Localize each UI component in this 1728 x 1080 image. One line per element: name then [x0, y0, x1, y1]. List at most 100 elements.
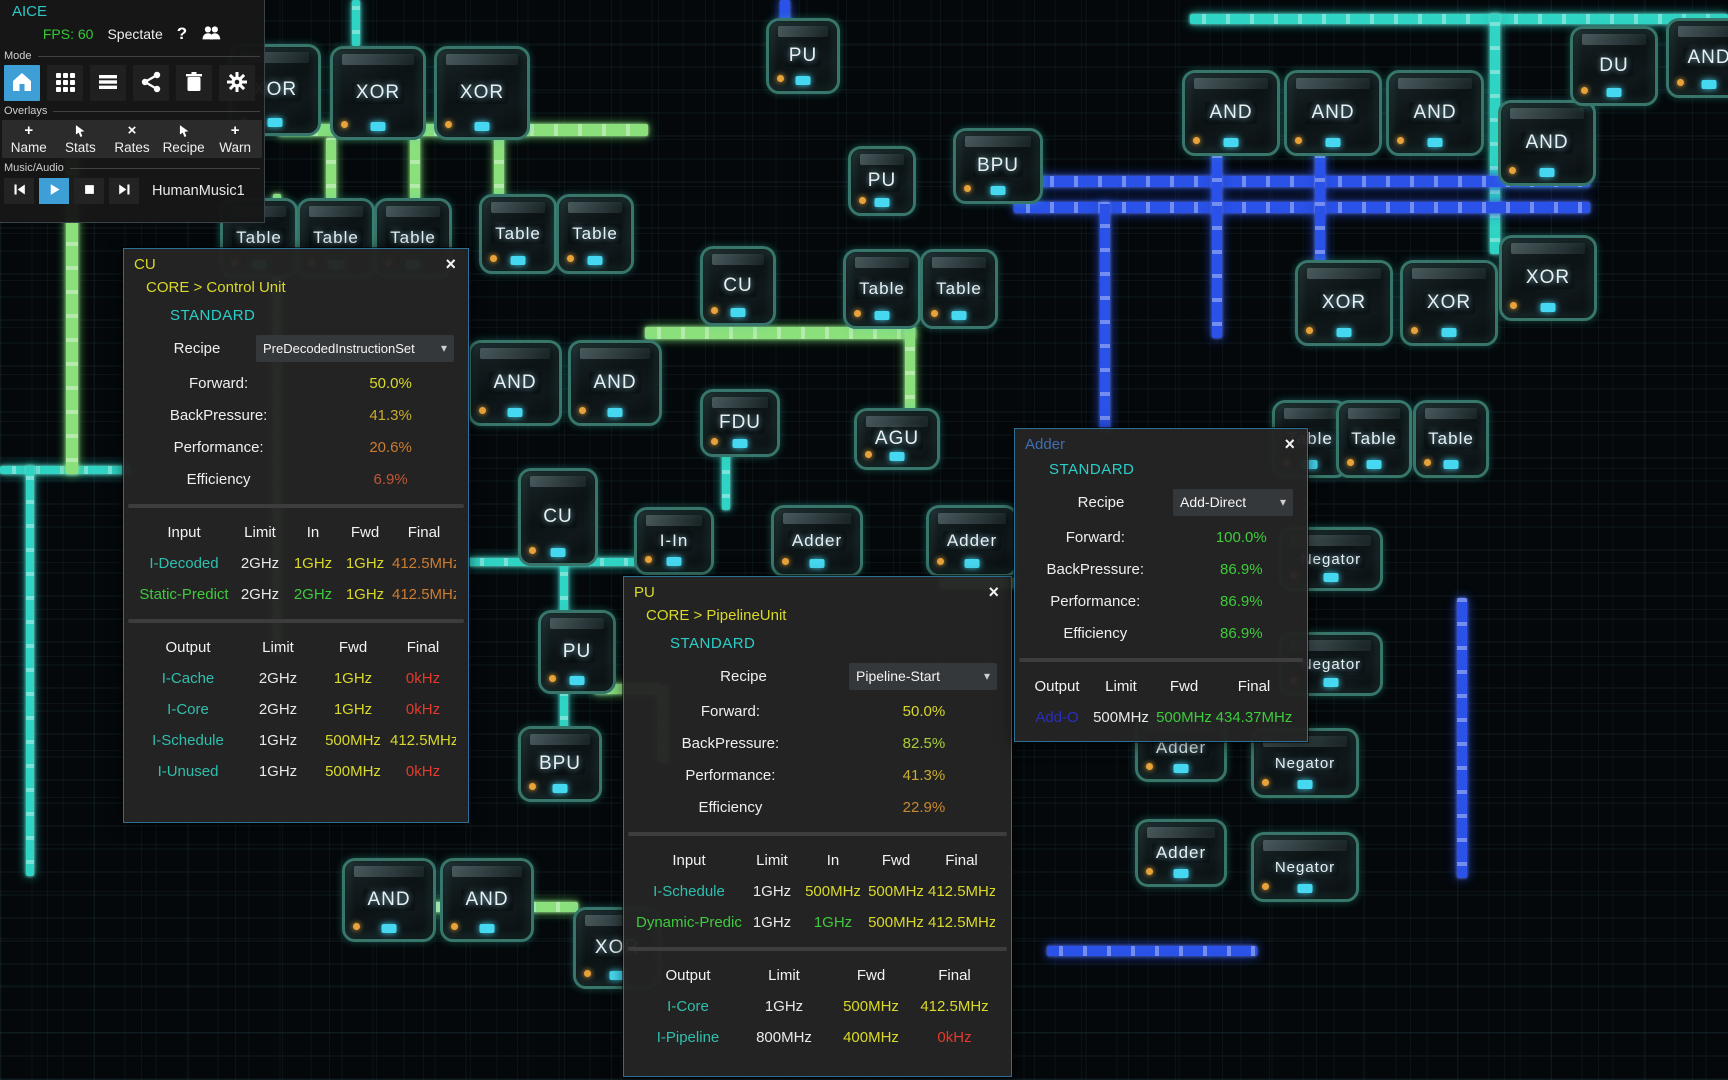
mode-badge: STANDARD — [170, 307, 256, 324]
node-pu[interactable]: PU — [848, 146, 916, 216]
node-bpu[interactable]: BPU — [953, 128, 1043, 204]
close-icon[interactable]: × — [1284, 434, 1295, 454]
share-button[interactable] — [133, 65, 169, 101]
led-indicator — [1411, 327, 1418, 334]
overlay-toggle-warn[interactable]: +Warn — [210, 121, 260, 157]
led-indicator — [1146, 868, 1153, 875]
mode-badge: STANDARD — [670, 635, 756, 652]
node-and[interactable]: AND — [1498, 100, 1596, 186]
table-cell: 412.5MHz — [392, 586, 456, 603]
skip-forward-button[interactable] — [109, 178, 139, 204]
chevron-down-icon: ▾ — [1279, 495, 1286, 509]
node-fdu[interactable]: FDU — [700, 389, 780, 457]
node-pu[interactable]: PU — [538, 610, 616, 694]
home-button[interactable] — [4, 65, 40, 101]
chip-label: PU — [558, 641, 596, 663]
node-and[interactable]: AND — [342, 858, 436, 942]
node-and[interactable]: AND — [568, 340, 662, 426]
stat-row: Forward:50.0% — [624, 695, 1011, 727]
stat-label: Efficiency — [1063, 624, 1128, 642]
led-indicator — [931, 310, 938, 317]
node-table[interactable]: Table — [1336, 400, 1412, 478]
node-and[interactable]: AND — [1284, 70, 1382, 156]
node-table[interactable]: Table — [479, 194, 557, 274]
skip-back-button[interactable] — [4, 178, 34, 204]
node-du[interactable]: DU — [1570, 26, 1658, 106]
chip-label: Negator — [1296, 550, 1366, 568]
recipe-dropdown[interactable]: Pipeline-Start ▾ — [849, 662, 997, 690]
gear-button[interactable] — [219, 65, 255, 101]
multiplayer-icon[interactable] — [201, 25, 221, 43]
node-negator[interactable]: Negator — [1251, 832, 1359, 902]
table-cell: 1GHz — [752, 914, 792, 931]
chip-label: FDU — [714, 412, 766, 434]
node-table[interactable]: Table — [1413, 400, 1489, 478]
stop-button[interactable] — [74, 178, 104, 204]
node-and[interactable]: AND — [468, 340, 562, 426]
overlay-label: Recipe — [162, 140, 205, 155]
led-indicator — [1262, 779, 1269, 786]
table-cell: 2GHz — [240, 555, 280, 572]
node-pu[interactable]: PU — [766, 18, 840, 94]
node-xor[interactable]: XOR — [1400, 260, 1498, 346]
chip-screen — [607, 408, 623, 417]
mode-badge: STANDARD — [1049, 461, 1135, 478]
table-cell: Static-Predict — [139, 586, 229, 603]
node-cu[interactable]: CU — [518, 468, 598, 566]
help-icon[interactable]: ? — [176, 24, 188, 43]
inspector-panel-pu[interactable]: PU × CORE > PipelineUnit STANDARD Recipe… — [623, 576, 1012, 1077]
node-and[interactable]: AND — [1182, 70, 1280, 156]
table-cell: 1GHz — [752, 883, 792, 900]
node-xor[interactable]: XOR — [330, 46, 426, 140]
recipe-dropdown[interactable]: Add-Direct ▾ — [1173, 488, 1293, 516]
overlay-toggle-recipe[interactable]: Recipe — [159, 121, 209, 157]
node-adder[interactable]: Adder — [926, 505, 1018, 577]
list-button[interactable] — [90, 65, 126, 101]
table-cell: 500MHz — [325, 732, 381, 749]
node-and[interactable]: AND — [1386, 70, 1484, 156]
node-bpu[interactable]: BPU — [518, 726, 602, 802]
node-table[interactable]: Table — [556, 194, 634, 274]
overlay-toggle-rates[interactable]: ×Rates — [107, 121, 157, 157]
chip-screen — [510, 256, 526, 265]
skip-forward-icon — [117, 182, 132, 200]
stat-label: Performance: — [173, 438, 264, 456]
grid-button[interactable] — [47, 65, 83, 101]
stat-row: Performance:86.9% — [1015, 585, 1307, 617]
recipe-label: Recipe — [1077, 493, 1125, 511]
node-and[interactable]: AND — [440, 858, 534, 942]
column-header: Limit — [244, 524, 276, 541]
node-xor[interactable]: XOR — [1295, 260, 1393, 346]
wire — [1100, 202, 1110, 432]
spectate-button[interactable]: Spectate — [107, 26, 163, 42]
wire — [905, 327, 915, 411]
node-agu[interactable]: AGU — [854, 408, 940, 470]
inspector-panel-adder[interactable]: Adder × STANDARD Recipe Add-Direct ▾ For… — [1014, 428, 1308, 742]
node-i-in[interactable]: I-In — [634, 507, 714, 575]
node-xor[interactable]: XOR — [1499, 235, 1597, 321]
list-icon — [96, 70, 120, 97]
node-table[interactable]: Table — [843, 249, 921, 329]
close-icon[interactable]: × — [988, 582, 999, 602]
overlay-toggle-name[interactable]: +Name — [4, 121, 54, 157]
recipe-dropdown[interactable]: PreDecodedInstructionSet ▾ — [256, 334, 454, 362]
node-xor[interactable]: XOR — [434, 46, 530, 140]
stat-value: 41.3% — [369, 406, 412, 424]
play-button[interactable] — [39, 178, 69, 204]
overlay-toggle-stats[interactable]: Stats — [56, 121, 106, 157]
chip-label: Negator — [1270, 754, 1340, 772]
table-cell: 0kHz — [405, 763, 441, 780]
node-adder[interactable]: Adder — [771, 505, 863, 577]
node-table[interactable]: Table — [920, 249, 998, 329]
stats-block: Forward:50.0%BackPressure:82.5%Performan… — [624, 695, 1011, 823]
inspector-panel-cu[interactable]: CU × CORE > Control Unit STANDARD Recipe… — [123, 248, 469, 823]
chip-screen — [889, 452, 905, 461]
trash-button[interactable] — [176, 65, 212, 101]
close-icon[interactable]: × — [445, 254, 456, 274]
stat-value: 22.9% — [902, 798, 946, 816]
node-cu[interactable]: CU — [700, 246, 776, 326]
node-and[interactable]: AND — [1666, 18, 1728, 98]
node-adder[interactable]: Adder — [1135, 819, 1227, 887]
